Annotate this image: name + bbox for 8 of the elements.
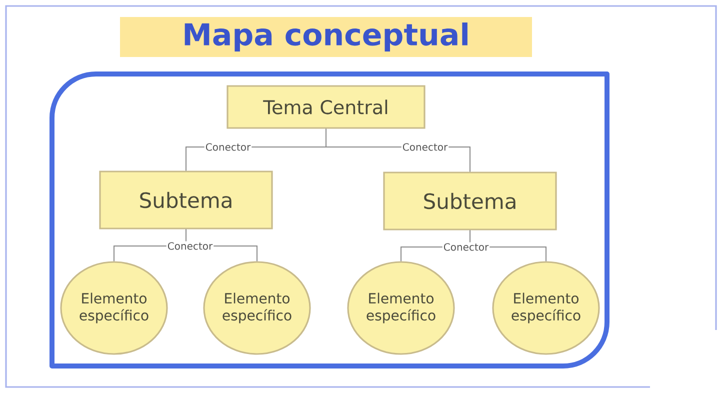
edge-label: Conector bbox=[166, 241, 214, 251]
title-banner: Mapa conceptual bbox=[120, 17, 532, 57]
concept-box: Tema Central bbox=[226, 85, 426, 129]
edge-label: Conector bbox=[204, 142, 252, 152]
subtopic-box: Subtema bbox=[383, 172, 557, 230]
subtopic-box: Subtema bbox=[99, 170, 273, 230]
edge-label: Conector bbox=[401, 142, 449, 152]
edge-label: Conector bbox=[442, 242, 490, 252]
